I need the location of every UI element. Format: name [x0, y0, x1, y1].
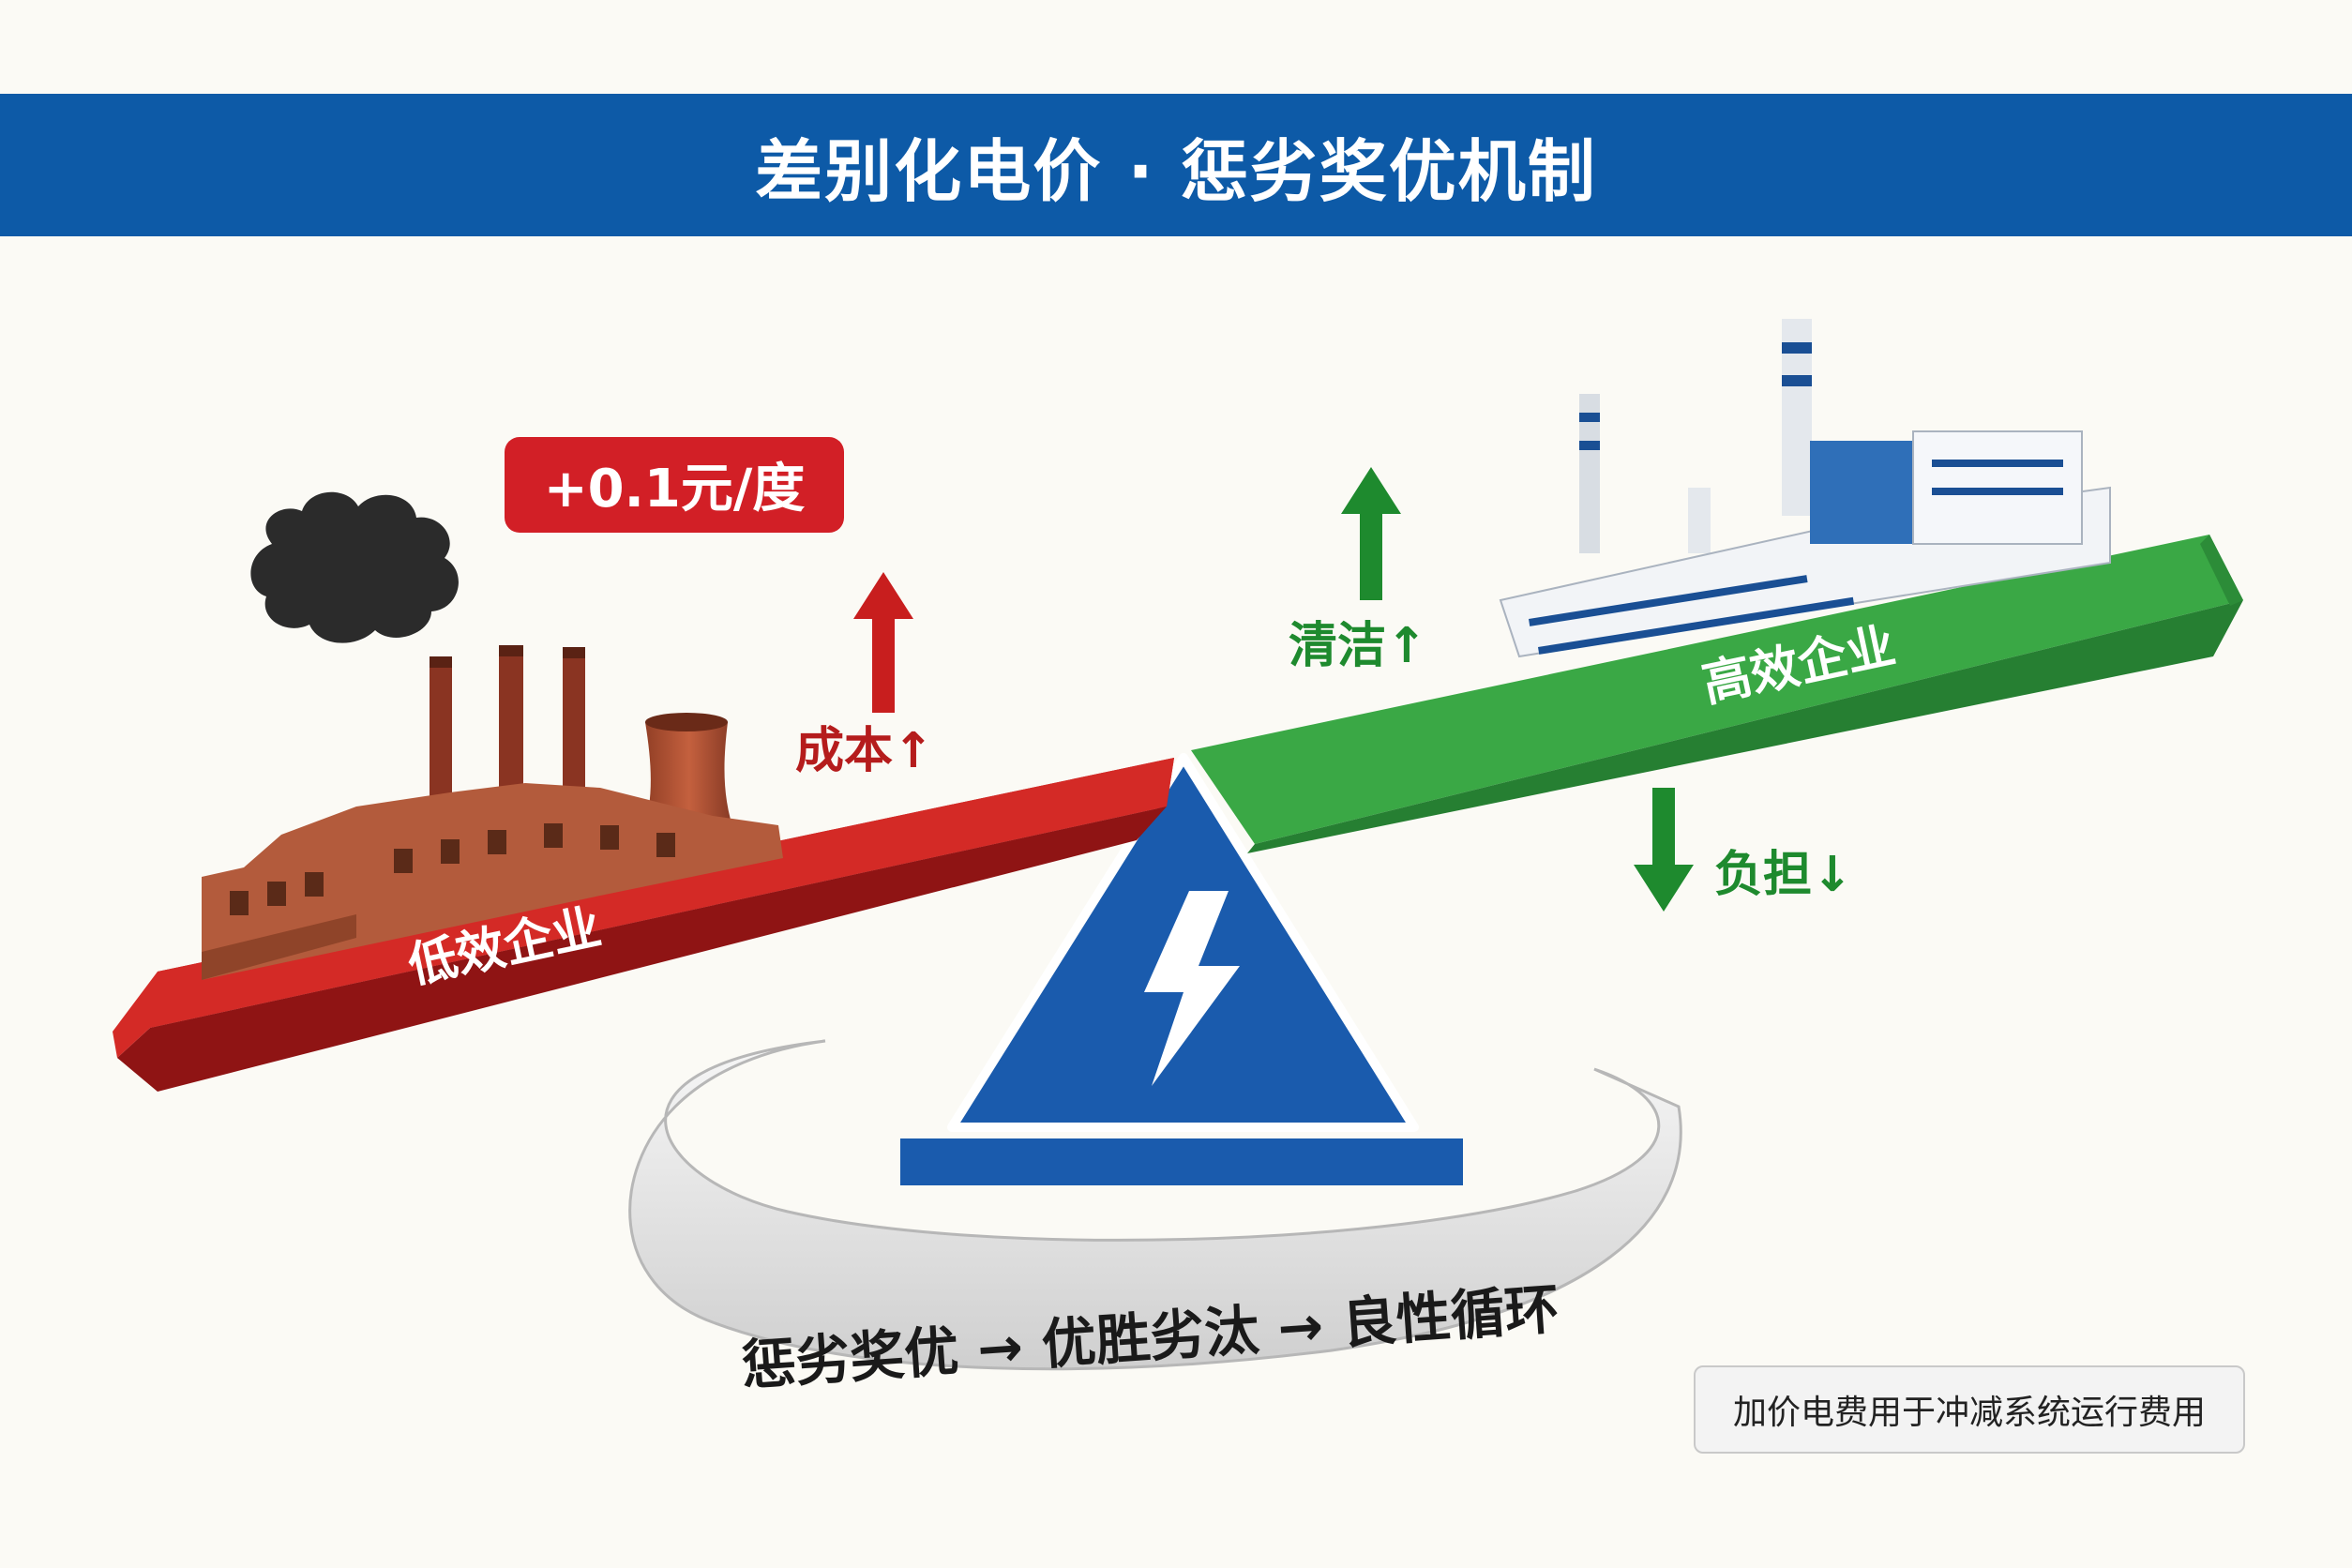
- high-efficiency-beam: [1191, 535, 2243, 853]
- cost-up-arrow-icon: [853, 572, 913, 713]
- polluting-factory-icon: [202, 491, 783, 980]
- price-badge: +0.1元/度: [505, 437, 844, 533]
- cycle-ring: [628, 1039, 1682, 1371]
- page-title: 差别化电价 · 惩劣奖优机制: [755, 131, 1597, 211]
- clean-up-arrow-icon: [1341, 467, 1401, 600]
- clean-power-plant-icon: [1499, 319, 2111, 658]
- burden-label: 负担↓: [1714, 847, 1853, 903]
- note-box: 加价电费用于冲减系统运行费用: [1694, 1365, 2245, 1454]
- clean-label: 清洁↑: [1289, 618, 1427, 674]
- cost-label: 成本↑: [795, 723, 934, 779]
- low-efficiency-beam: [113, 758, 1174, 1092]
- fulcrum: [900, 753, 1463, 1185]
- burden-down-arrow-icon: [1634, 788, 1694, 912]
- price-badge-text: +0.1元/度: [544, 459, 806, 520]
- title-bar: 差别化电价 · 惩劣奖优机制: [0, 94, 2352, 236]
- note-text: 加价电费用于冲减系统运行费用: [1732, 1394, 2206, 1432]
- lightning-bolt-icon: [1144, 891, 1240, 1086]
